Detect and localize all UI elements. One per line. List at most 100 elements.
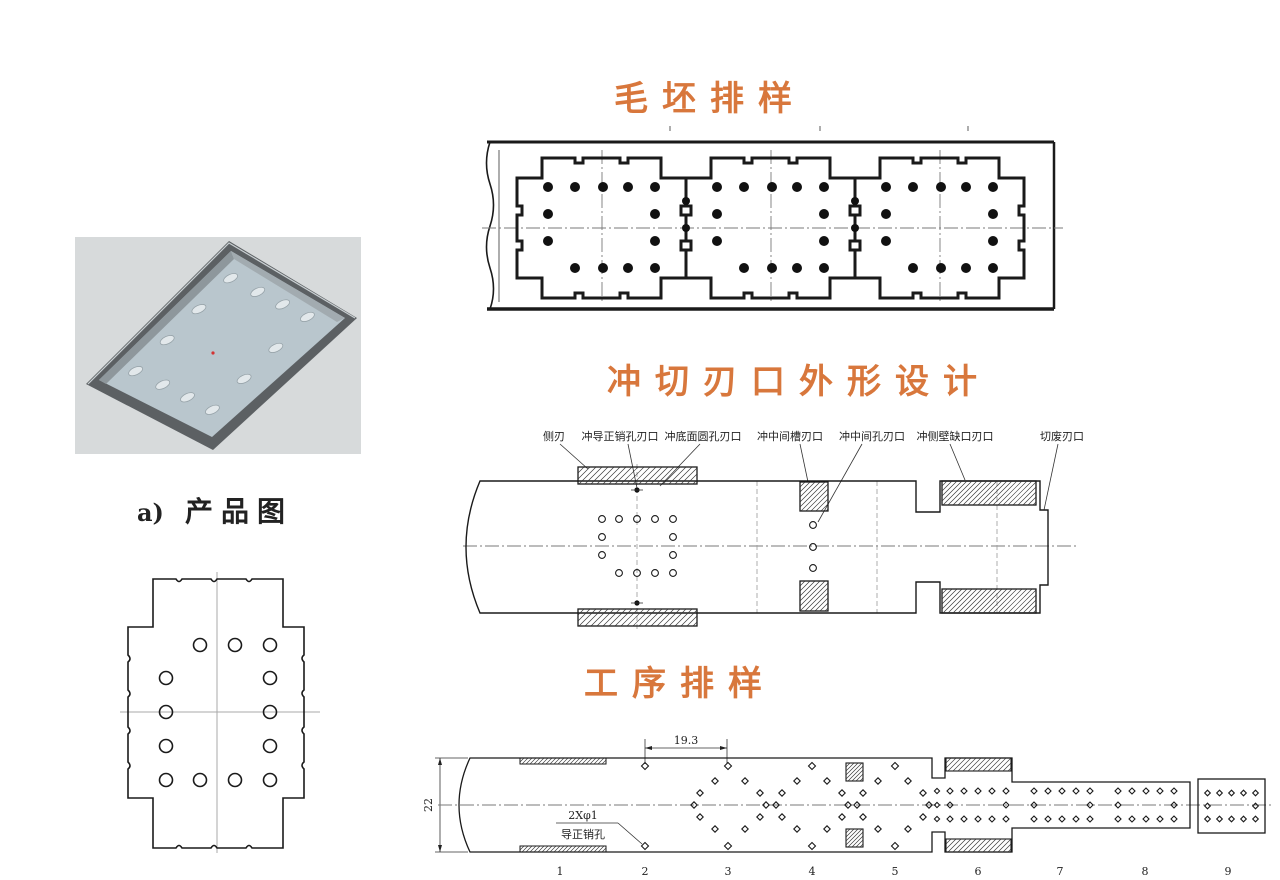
blank-hole [623,182,633,192]
hatch-line [529,845,537,853]
hatch-line [799,580,826,607]
station-number: 3 [725,865,732,878]
hatch-line [686,615,698,627]
hatch-line [977,838,992,853]
punched-hole [1072,815,1080,823]
label-bottom-hole-edge: 冲底面圆孔刃口 [665,429,742,443]
hatch-line [957,757,972,772]
hatch-line [972,588,998,614]
tray-hole [236,373,252,384]
blank-hole [881,236,891,246]
hatch-line [577,466,585,474]
hatch-line [525,845,533,853]
hatch-line [632,608,651,627]
hatch-line [945,757,957,769]
hatch-line [859,777,864,782]
flat-pattern-hole [158,738,174,754]
punched-hole [793,825,801,833]
hatch-line [799,582,829,612]
hatch-line [800,483,829,512]
hatch-line [593,757,601,765]
blank-hole [988,236,998,246]
blank [853,150,1026,304]
blank-hole [650,182,660,192]
hatch-line [692,479,698,485]
hatch-line [972,757,987,772]
tray-center-mark [211,351,215,355]
station6-notch-top [945,757,1012,772]
hatch-line [992,480,1018,506]
leader-line [559,443,589,470]
die-edge-hatching [577,466,1037,627]
die-punch-hole [651,569,659,577]
hatch-line [799,580,816,597]
blank-hole [936,263,946,273]
punched-hole [1086,787,1094,795]
die-punch-hole [598,551,606,559]
label-pilot-hole-edge: 冲导正销孔刃口 [582,429,659,443]
punched-hole [1002,787,1010,795]
blank-hole [712,209,722,219]
hatch-line [845,828,855,838]
hatch-line [992,838,1007,853]
blank-outline [684,156,857,300]
hatch-line [581,757,589,765]
punched-hole [1002,801,1010,809]
hatch-line [614,466,633,485]
tray-hole [128,366,143,377]
punched-hole [1058,815,1066,823]
tray-rim-highlight [87,242,356,385]
hatch-line [847,831,864,848]
hatch-line [602,466,621,485]
hatch-line [1002,588,1028,614]
blank-hole [598,263,608,273]
flat-pattern-outline [127,578,305,849]
punched-hole [756,789,764,797]
hatch-line [957,838,972,853]
blank [515,150,688,304]
hatch-line [814,597,829,612]
punched-hole [1170,815,1178,823]
hatch-line [590,466,609,485]
punched-hole [946,815,954,823]
hatch-line [662,466,681,485]
hatch-line [967,757,982,772]
hatch-line [799,580,806,587]
hatch-line [987,480,1013,506]
hatch-line [650,608,669,627]
punched-hole [904,825,912,833]
punched-hole [741,825,749,833]
hatch-line [799,481,816,498]
product-caption: a) 产品图 [137,495,293,528]
punched-hole [838,813,846,821]
punched-hole [762,801,770,809]
hatch-line [533,845,541,853]
hatch-line [597,757,605,765]
hatch-line [992,757,1007,772]
punched-hole [778,789,786,797]
hatch-line [957,480,983,506]
pilot-hole [890,761,900,771]
die-punch-hole [669,533,677,541]
caption-text: 产品图 [185,495,293,528]
hatch-line [799,481,806,488]
punched-hole [974,815,982,823]
hatch-line [1007,588,1033,614]
hatch-line [549,845,557,853]
finished-part-hole [1203,815,1212,823]
station-number: 9 [1225,865,1232,878]
hatch-line [577,466,591,480]
hatch-line [644,466,663,485]
hatch-line [967,480,993,506]
hatch-line [799,481,811,493]
punched-hole [1086,815,1094,823]
blank-outline [515,156,688,300]
blank-hole [988,182,998,192]
blank-hole [650,209,660,219]
hatch-line [992,588,1018,614]
punched-hole [988,815,996,823]
punched-hole [933,787,941,795]
leader-line [799,443,809,483]
hatch-line [962,480,988,506]
die-punch-hole [809,564,817,572]
